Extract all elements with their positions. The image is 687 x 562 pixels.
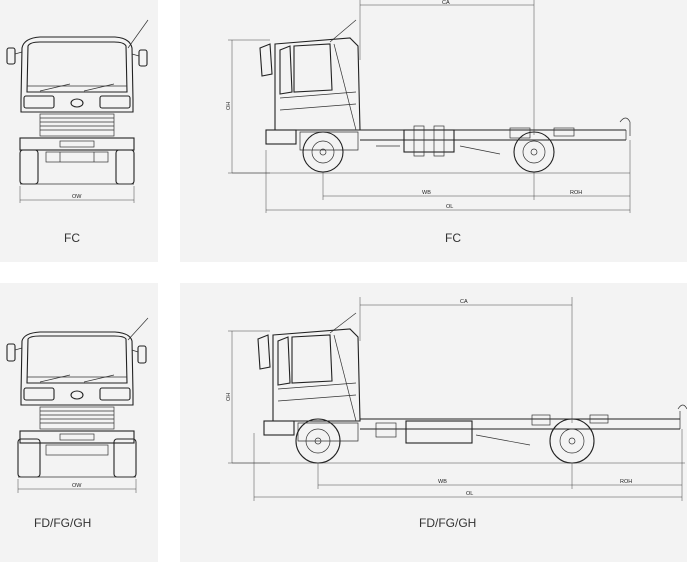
ow-dimension-label: OW [72,194,82,200]
ol-dimension-label-top: OL [446,204,453,210]
left-mirror [6,47,23,65]
rear-wheel-fc [513,131,555,173]
oh-dimension-label-bottom: OH [226,393,232,401]
wb-dimension-label-top: WB [422,190,431,196]
roh-dimension-label-bottom: ROH [620,479,632,485]
roh-dimension-label-top: ROH [570,190,582,196]
right-mirror-fd [131,345,147,364]
antenna [127,19,149,49]
truck-side-view-fd-fg-gh: CA OH [226,297,687,501]
side-view-panel-fc: CA OH [180,0,687,262]
truck-front-view-fc: OW [6,19,149,203]
left-mirror-fd [6,343,23,362]
caption-front-fd-fg-gh: FD/FG/GH [34,516,92,530]
truck-front-view-fd-fg-gh: OW [6,317,149,493]
wb-dimension-label-bottom: WB [438,479,447,485]
ca-dimension-label-top: CA [442,0,450,6]
front-view-panel-fc: OW FC [0,0,158,262]
truck-side-view-fc: CA OH [226,0,631,213]
front-view-panel-fd-fg-gh: OW FD/FG/GH [0,283,158,562]
side-view-panel-fd-fg-gh: CA OH [180,283,687,562]
right-mirror [131,49,148,67]
oh-dimension-label-top: OH [226,102,232,110]
front-wheel-fc [302,131,344,173]
caption-side-fc: FC [445,231,461,245]
rear-wheel-fd [549,418,595,464]
ca-dimension-label-bottom: CA [460,299,468,305]
ol-dimension-label-bottom: OL [466,491,473,497]
caption-front-fc: FC [64,231,80,245]
ow-dimension-label-bottom: OW [72,483,82,489]
caption-side-fd-fg-gh: FD/FG/GH [419,516,477,530]
